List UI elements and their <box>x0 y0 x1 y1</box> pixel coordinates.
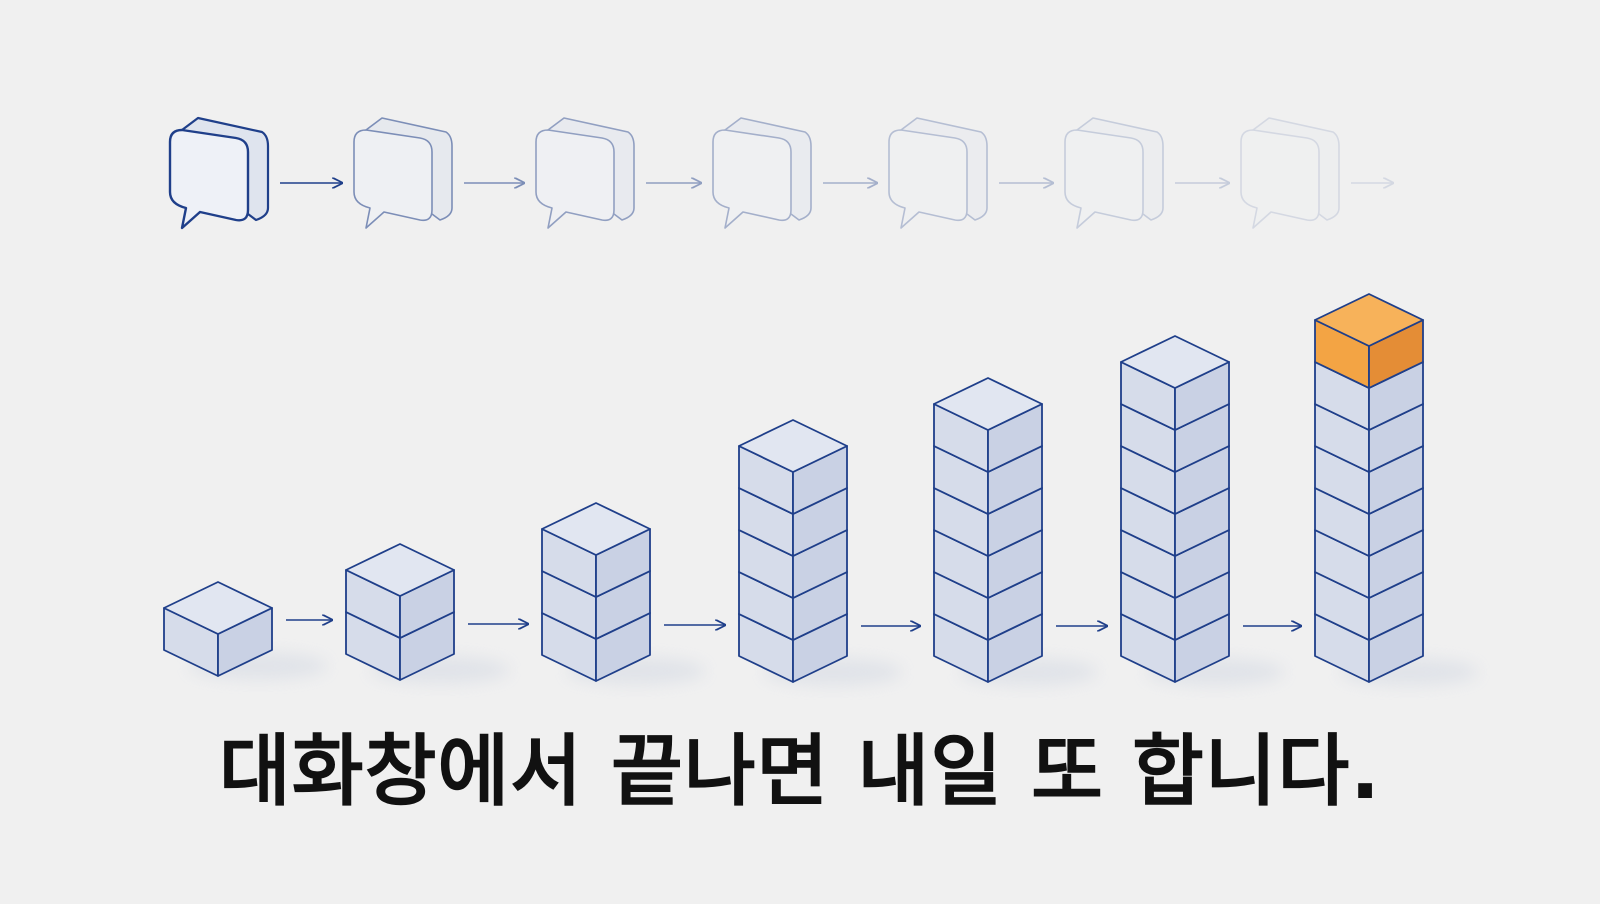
block-stack <box>163 581 332 680</box>
speech-bubble-icon <box>712 117 877 229</box>
block-stack <box>1120 335 1301 686</box>
speech-bubble-icon <box>1064 117 1229 229</box>
block-stack <box>933 377 1107 686</box>
cube-block-icon <box>541 502 651 598</box>
speech-bubble-icon <box>168 116 342 230</box>
highlighted-cube-block-icon <box>1314 293 1424 389</box>
speech-bubble-icon <box>353 117 524 229</box>
speech-bubble-icon <box>1240 117 1393 229</box>
caption-text: 대화창에서 끝나면 내일 또 합니다. <box>219 727 1381 817</box>
speech-bubble-icon <box>888 117 1053 229</box>
block-stack <box>345 543 528 684</box>
cube-block-icon <box>933 377 1043 473</box>
block-stack-row <box>163 293 1479 686</box>
cube-block-icon <box>345 543 455 639</box>
cube-block-icon <box>738 419 848 515</box>
block-stack <box>738 419 920 686</box>
cube-block-icon <box>163 581 273 677</box>
cube-block-icon <box>1120 335 1230 431</box>
speech-bubble-icon <box>535 117 701 229</box>
chat-session-row <box>168 116 1393 230</box>
block-stack <box>1314 293 1479 686</box>
block-stack <box>541 502 725 685</box>
